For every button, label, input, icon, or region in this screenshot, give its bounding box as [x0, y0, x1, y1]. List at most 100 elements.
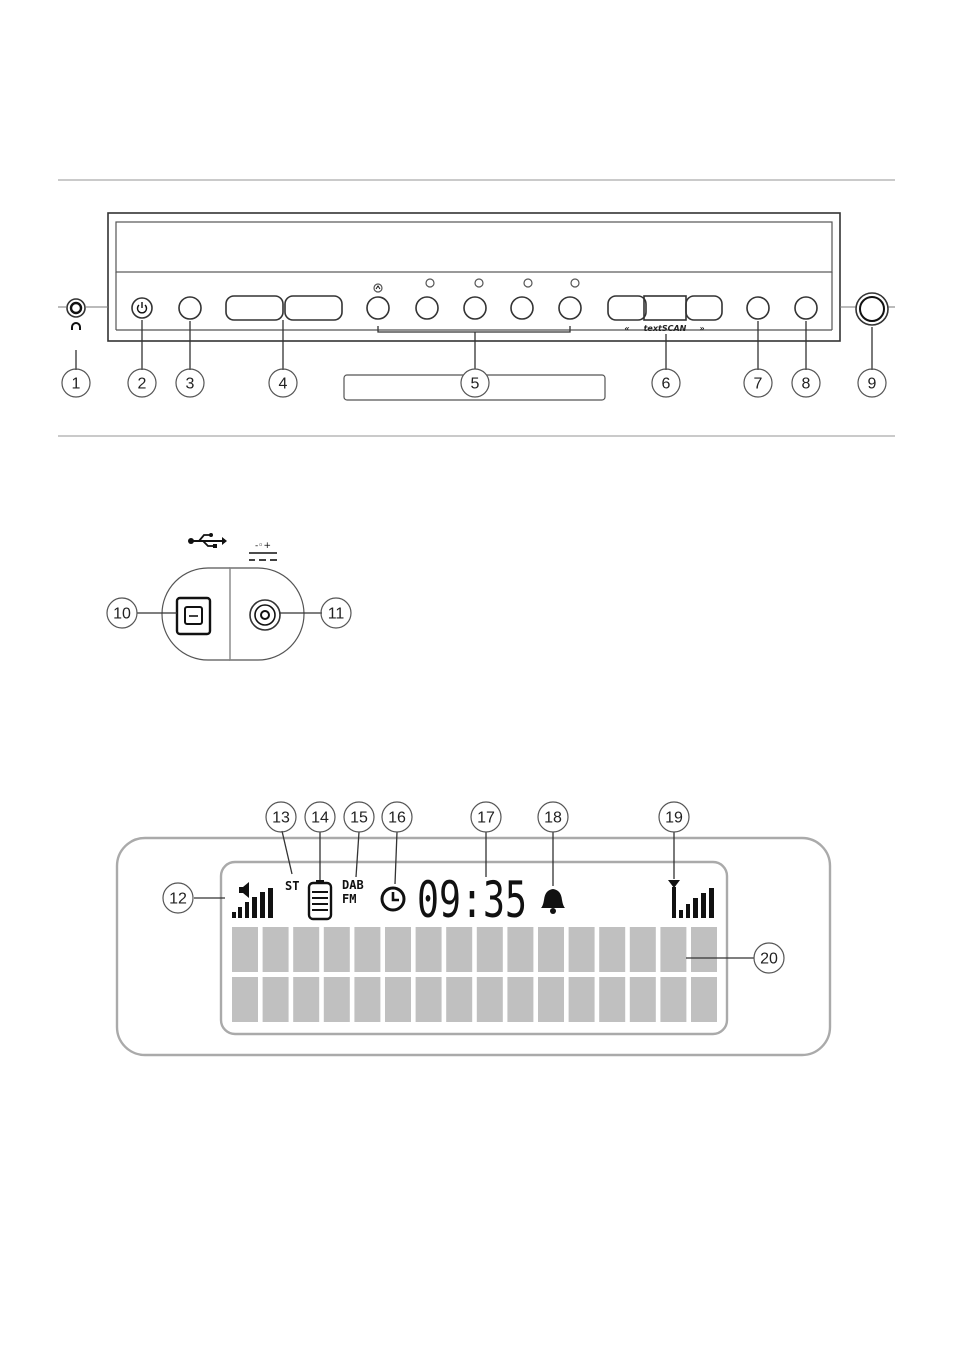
svg-text:12: 12	[169, 891, 187, 908]
text-segment-cell	[599, 977, 625, 1022]
svg-text:8: 8	[802, 376, 811, 393]
svg-text:3: 3	[186, 376, 195, 393]
preset-memory-button[interactable]	[367, 297, 389, 319]
text-segment-cell	[660, 927, 686, 972]
text-segment-cell	[538, 977, 564, 1022]
stereo-indicator: ST	[285, 879, 299, 893]
preset-button-2[interactable]	[464, 297, 486, 319]
text-segment-cell	[538, 927, 564, 972]
band-fm: FM	[342, 892, 356, 906]
text-segment-cell	[263, 977, 289, 1022]
callout-1: 1	[62, 369, 90, 397]
callout-10: 10	[107, 598, 137, 628]
svg-text:10: 10	[113, 606, 131, 623]
svg-text:11: 11	[328, 606, 345, 623]
callout-17: 17	[471, 802, 501, 832]
dc-jack[interactable]	[250, 600, 280, 630]
text-segment-cell	[477, 977, 503, 1022]
svg-text:15: 15	[350, 810, 368, 827]
text-segment-cell	[630, 977, 656, 1022]
svg-text:6: 6	[662, 376, 671, 393]
text-segment-cell	[385, 977, 411, 1022]
text-segment-cell	[599, 927, 625, 972]
callout-15: 15	[344, 802, 374, 832]
rocker-button-4[interactable]	[226, 296, 342, 320]
usb-port[interactable]	[177, 598, 210, 634]
scan-text-button[interactable]	[644, 296, 686, 320]
callout-12: 12	[163, 883, 193, 913]
text-segment-cell	[691, 927, 717, 972]
svg-text:2: 2	[138, 376, 147, 393]
callout-16: 16	[382, 802, 412, 832]
text-segment-cell	[416, 977, 442, 1022]
text-segment-cell	[446, 927, 472, 972]
text-segment-cell	[232, 927, 258, 972]
text-scan-buttons: « textSCAN »	[608, 296, 722, 370]
text-segment-cell	[324, 977, 350, 1022]
clock-time: 09:35	[417, 871, 527, 929]
clock-icon	[382, 888, 404, 910]
callout-7: 7	[744, 369, 772, 397]
power-icon	[138, 302, 147, 313]
forward-icon: »	[699, 324, 704, 333]
text-segment-cell	[263, 927, 289, 972]
callout-8: 8	[792, 369, 820, 397]
preset-button-1[interactable]	[416, 297, 438, 319]
callout-11: 11	[321, 598, 351, 628]
button-7[interactable]	[747, 297, 769, 319]
svg-text:18: 18	[544, 810, 562, 827]
text-segment-cell	[385, 927, 411, 972]
volume-knob[interactable]	[856, 293, 888, 325]
callout-2: 2	[128, 369, 156, 397]
text-segment-cell	[324, 927, 350, 972]
text-segment-cell	[354, 927, 380, 972]
svg-text:13: 13	[272, 810, 290, 827]
svg-text:5: 5	[471, 376, 480, 393]
callout-19: 19	[659, 802, 689, 832]
svg-text:4: 4	[279, 376, 288, 393]
callout-3: 3	[176, 369, 204, 397]
svg-text:-◦+: -◦+	[255, 541, 271, 551]
text-segment-cell	[232, 977, 258, 1022]
svg-text:14: 14	[311, 810, 329, 827]
callout-18: 18	[538, 802, 568, 832]
text-segment-cell	[293, 977, 319, 1022]
button-3[interactable]	[179, 297, 201, 319]
svg-text:7: 7	[754, 376, 763, 393]
text-segment-cell	[507, 927, 533, 972]
usb-icon	[188, 533, 227, 548]
text-segment-cell	[477, 927, 503, 972]
scan-forward-button[interactable]	[686, 296, 722, 320]
power-button[interactable]	[132, 298, 152, 318]
callout-6: 6	[652, 369, 680, 397]
text-segment-cell	[569, 977, 595, 1022]
preset-button-4[interactable]	[559, 297, 581, 319]
scan-rewind-button[interactable]	[608, 296, 646, 320]
rear-connectors: -◦+	[137, 533, 322, 660]
scan-label: textSCAN	[644, 324, 687, 333]
text-segment-cell	[630, 927, 656, 972]
callout-4: 4	[269, 369, 297, 397]
preset-button-3[interactable]	[511, 297, 533, 319]
headphone-jack[interactable]	[67, 299, 85, 317]
svg-text:20: 20	[760, 951, 778, 968]
signal-strength-bars	[679, 888, 714, 918]
preset-buttons	[367, 279, 581, 370]
svg-text:19: 19	[665, 810, 683, 827]
volume-level-bars	[232, 888, 273, 918]
battery-icon	[309, 880, 331, 919]
panel-window	[116, 222, 832, 272]
headphone-icon	[72, 323, 80, 330]
rewind-icon: «	[624, 324, 629, 333]
text-segment-cell	[507, 977, 533, 1022]
callout-5: 5	[461, 369, 489, 397]
volume-icon	[239, 882, 249, 898]
button-8[interactable]	[795, 297, 817, 319]
text-segment-grid	[232, 927, 717, 1022]
dc-polarity-icon: -◦+	[249, 541, 277, 560]
callout-9: 9	[858, 369, 886, 397]
text-segment-cell	[569, 927, 595, 972]
panel-outer	[108, 213, 840, 341]
text-segment-cell	[416, 927, 442, 972]
